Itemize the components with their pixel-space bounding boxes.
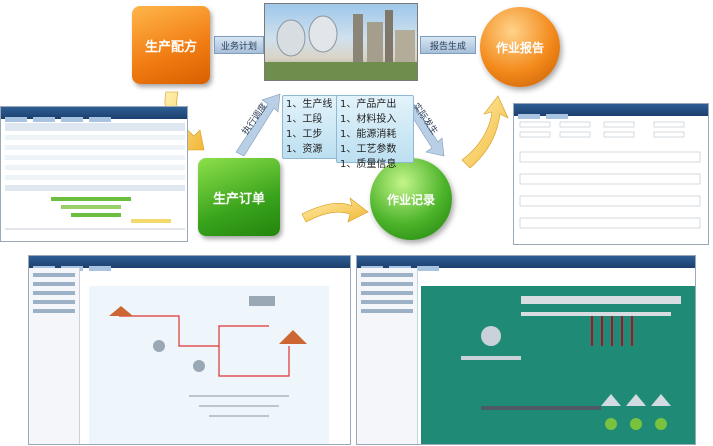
report-output-label: 报告生成 — [429, 41, 466, 52]
production-line-diagram — [421, 286, 695, 444]
arrow-order-to-record — [301, 197, 369, 223]
nav-bar — [1, 107, 187, 122]
list-item: 1、工艺参数 — [340, 144, 397, 155]
nav-bar — [29, 256, 350, 271]
right-list: 1、产品产出 1、材料投入 1、能源消耗 1、工艺参数 1、质量信息 — [336, 95, 414, 170]
list-item: 1、资源 — [286, 144, 323, 155]
list-item: 1、工步 — [286, 129, 323, 140]
business-plan-label: 业务计划 — [220, 41, 257, 52]
tree-panel — [357, 268, 418, 444]
order-table-illustration — [5, 123, 185, 230]
arrow-execution — [235, 93, 281, 157]
record-node: 作业记录 — [370, 158, 452, 240]
nav-bar — [514, 104, 708, 119]
report-form-illustration — [519, 121, 701, 229]
list-item: 1、生产线 — [286, 99, 333, 110]
nav-bar — [357, 256, 695, 271]
record-label: 作业记录 — [386, 192, 435, 207]
arrow-record-to-report — [461, 95, 509, 169]
list-item: 1、产品产出 — [340, 99, 397, 110]
report-node: 作业报告 — [480, 7, 560, 87]
factory-illustration — [265, 10, 417, 80]
process-screenshot-right — [356, 255, 696, 445]
list-item: 1、质量信息 — [340, 159, 397, 170]
process-diagram — [89, 286, 329, 444]
order-screenshot — [0, 106, 188, 242]
recipe-node: 生产配方 — [132, 6, 210, 84]
tree-panel — [29, 268, 80, 444]
order-node: 生产订单 — [198, 158, 280, 236]
process-screenshot-left — [28, 255, 351, 445]
list-item: 1、能源消耗 — [340, 129, 397, 140]
recipe-label: 生产配方 — [144, 39, 197, 55]
list-item: 1、工段 — [286, 114, 323, 125]
arrow-actual — [403, 97, 445, 157]
order-label: 生产订单 — [212, 191, 265, 207]
arrow-report-output: 报告生成 — [420, 36, 476, 54]
report-screenshot — [513, 103, 709, 245]
factory-photo — [264, 3, 418, 81]
report-label: 作业报告 — [495, 40, 544, 55]
list-item: 1、材料投入 — [340, 114, 397, 125]
arrow-business-plan: 业务计划 — [214, 36, 264, 54]
